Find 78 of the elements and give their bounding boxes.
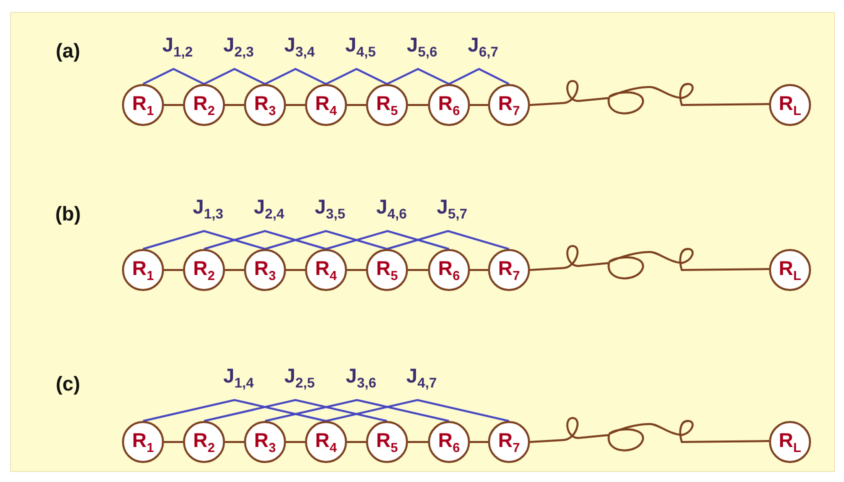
panel-label: (a) [56, 40, 80, 64]
edge-label: J$_{5,7}$ [436, 198, 468, 220]
coupling-line [326, 230, 450, 250]
connector-line [530, 245, 770, 280]
coupling-line [386, 230, 510, 250]
panel-label: (b) [55, 204, 81, 226]
connector-line [225, 104, 244, 106]
node-label: R$_{7}$ [498, 430, 520, 454]
connector-line [408, 441, 428, 443]
node-label: R$_{5}$ [376, 430, 398, 454]
node-label: R$_{3}$ [254, 430, 276, 454]
node-label: R$_{6}$ [438, 258, 460, 282]
edge-label: J$_{4,5}$ [344, 36, 377, 58]
node-label: R$_{5}$ [376, 94, 398, 116]
node-label: R$_{2}$ [193, 430, 215, 454]
node-label: R$_{L}$ [778, 430, 802, 454]
node-label: R$_{L}$ [778, 94, 802, 116]
connector-line [286, 441, 305, 443]
coupling-line [264, 68, 326, 85]
edge-label: J$_{1,2}$ [161, 36, 194, 58]
node-label: R$_{6}$ [438, 430, 460, 454]
connector-line [164, 269, 183, 271]
node-label: R$_{1}$ [132, 94, 154, 116]
coupling-line [326, 398, 510, 422]
connector-line [408, 104, 428, 106]
edge-label: J$_{1,3}$ [192, 198, 224, 220]
edge-label: J$_{2,4}$ [252, 198, 286, 220]
coupling-line [264, 230, 388, 250]
connector-line [470, 269, 488, 271]
coupling-line [386, 68, 450, 85]
node-label: R$_{4}$ [315, 94, 337, 116]
coupling-line [264, 398, 450, 422]
connector-line [225, 269, 244, 271]
connector-line [347, 269, 366, 271]
node-label: R$_{2}$ [193, 258, 215, 282]
coupling-line [204, 398, 388, 422]
connector-line [408, 269, 428, 271]
connector-line [286, 269, 305, 271]
edge-label: J$_{4,6}$ [375, 198, 408, 220]
node-label: R$_{3}$ [254, 258, 276, 282]
node-label: R$_{4}$ [315, 430, 337, 454]
connector-line [225, 441, 244, 443]
node-label: R$_{2}$ [193, 94, 215, 116]
node-label: R$_{6}$ [438, 94, 460, 116]
edge-label: J$_{3,5}$ [314, 198, 346, 220]
coupling-line [326, 68, 388, 85]
edge-label: J$_{6,7}$ [466, 36, 500, 58]
panel-label: (c) [56, 374, 80, 396]
edge-label: J$_{5,6}$ [406, 36, 438, 58]
coupling-line [142, 398, 326, 422]
connector-line [164, 104, 183, 106]
edge-label: J$_{1,4}$ [222, 366, 255, 390]
edge-label: J$_{4,7}$ [405, 366, 438, 390]
node-label: R$_{1}$ [132, 258, 154, 282]
edge-label: J$_{2,5}$ [283, 366, 316, 390]
connector-line [164, 441, 183, 443]
coupling-line [204, 230, 326, 250]
connector-line [347, 441, 366, 443]
connector-line [530, 417, 770, 452]
connector-line [347, 104, 366, 106]
edge-label: J$_{3,4}$ [283, 36, 316, 58]
node-label: R$_{L}$ [778, 258, 802, 282]
node-label: R$_{4}$ [315, 258, 337, 282]
coupling-line [142, 230, 266, 250]
coupling-line [204, 68, 266, 85]
node-label: R$_{5}$ [376, 258, 398, 282]
connector-line [530, 80, 770, 114]
coupling-line [142, 68, 204, 85]
edge-label: J$_{3,6}$ [344, 366, 378, 390]
connector-line [470, 441, 488, 443]
connector-line [470, 104, 488, 106]
connector-line [286, 104, 305, 106]
node-label: R$_{1}$ [132, 430, 154, 454]
node-label: R$_{3}$ [254, 94, 276, 116]
node-label: R$_{7}$ [498, 94, 520, 116]
node-label: R$_{7}$ [498, 258, 520, 282]
coupling-line [448, 68, 510, 85]
edge-label: J$_{2,3}$ [222, 36, 255, 58]
